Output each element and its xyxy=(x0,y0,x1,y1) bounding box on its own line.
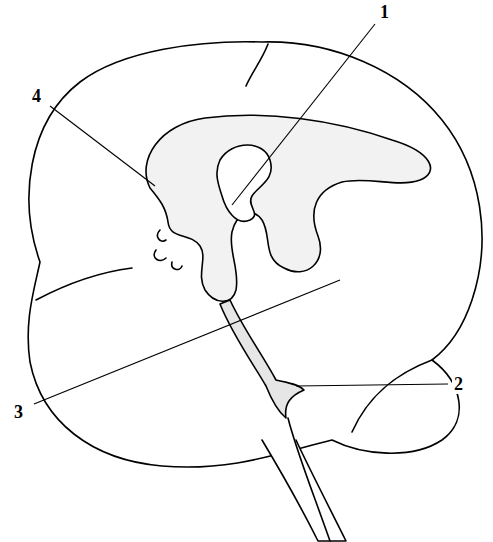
leader-line xyxy=(50,106,155,186)
fissure-line xyxy=(246,44,268,86)
leader-line xyxy=(34,280,340,404)
callout-number: 3 xyxy=(12,402,25,422)
callout-number: 2 xyxy=(452,374,465,394)
callout-number: 1 xyxy=(378,2,391,22)
callout-number: 4 xyxy=(30,86,43,106)
aqueduct-line xyxy=(220,300,304,418)
brainstem-line xyxy=(262,440,346,541)
leader-line xyxy=(296,384,448,386)
cerebellum-line xyxy=(352,360,432,432)
canal-line xyxy=(288,418,330,541)
leader-line xyxy=(232,24,375,205)
ventricle-loop xyxy=(217,145,271,221)
fissure-line xyxy=(36,268,132,300)
brain-outline xyxy=(28,42,482,467)
ventricle-detail xyxy=(154,230,182,269)
ventricle-shape xyxy=(146,115,431,301)
